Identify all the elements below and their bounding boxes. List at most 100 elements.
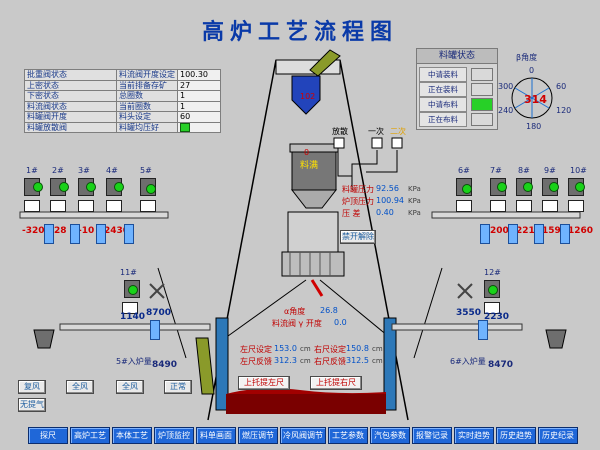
hopper-gate	[24, 200, 40, 212]
dial-tick: 120	[556, 106, 572, 115]
hopper-status-indicator	[462, 184, 472, 194]
pressure-label: 料罐压力	[342, 185, 374, 194]
resume-wind-button[interactable]: 复风	[18, 380, 46, 394]
hopper-weight: 1599	[542, 226, 568, 236]
weigh-hopper-label: 12#	[484, 268, 501, 277]
rod-unit: cm	[300, 357, 311, 365]
nav-probe[interactable]: 探尺	[28, 427, 68, 444]
valve-label: 二次	[390, 127, 406, 136]
pressure-unit: KPa	[408, 197, 421, 205]
dial-tick: 180	[526, 122, 542, 131]
angle-value: 26.8	[320, 306, 338, 315]
rod-unit: cm	[372, 357, 383, 365]
hopper-gate	[456, 200, 472, 212]
hopper-fill-bar	[70, 224, 80, 244]
pressure-unit: KPa	[408, 209, 421, 217]
dial-tick: 300	[498, 82, 514, 91]
hopper-label: 9#	[544, 166, 556, 175]
nav-drum-params[interactable]: 汽包参数	[370, 427, 410, 444]
hopper-fill-bar	[534, 224, 544, 244]
nav-body-process[interactable]: 本体工艺	[112, 427, 152, 444]
charge-value: 8490	[152, 360, 178, 370]
hopper-label: 5#	[140, 166, 152, 175]
material-row: 中请装料	[419, 67, 467, 82]
nav-cold-valve[interactable]: 冷风阀调节	[280, 427, 326, 444]
nav-top-monitor[interactable]: 炉顶监控	[154, 427, 194, 444]
rod-value: 312.3	[274, 356, 297, 365]
hopper-label: 8#	[518, 166, 530, 175]
full-wind-button[interactable]: 全风	[66, 380, 94, 394]
nav-charge-screen[interactable]: 料单画面	[196, 427, 236, 444]
nav-history-log[interactable]: 历史纪录	[538, 427, 578, 444]
param-label: 料流阀开度设定	[116, 69, 178, 81]
hopper-status-indicator	[59, 182, 69, 192]
lift-left-rod-button[interactable]: 上托提左尺	[238, 376, 290, 390]
material-indicator	[471, 113, 493, 126]
material-indicator	[471, 68, 493, 81]
hopper-weight: 2210	[516, 226, 542, 236]
material-indicator	[471, 98, 493, 111]
no-gas-button[interactable]: 无提气	[18, 398, 46, 412]
charge-label: 5#入炉量	[116, 357, 152, 366]
pressure-unit: KPa	[408, 185, 421, 193]
param-value: 100.30	[177, 69, 221, 81]
weigh-value: 3550	[456, 308, 482, 318]
param-label: 总圈数	[116, 90, 178, 102]
nav-furnace-process[interactable]: 高炉工艺	[70, 427, 110, 444]
param-value: 60	[177, 111, 221, 123]
equalize-indicator	[180, 122, 190, 132]
hopper-weight: 28	[54, 226, 67, 236]
hopper-label: 2#	[52, 166, 64, 175]
param-value	[177, 121, 221, 133]
angle-label: α角度	[284, 307, 306, 316]
hopper-gate	[78, 200, 94, 212]
hopper-gate	[490, 200, 506, 212]
hopper-gate	[106, 200, 122, 212]
hopper-weight: 200	[490, 226, 509, 236]
weigh-hopper-indicator	[128, 285, 138, 295]
pressure-value: 92.56	[376, 184, 399, 193]
nav-history-trend[interactable]: 历史趋势	[496, 427, 536, 444]
charge-value: 8470	[488, 360, 514, 370]
hopper-gate	[542, 200, 558, 212]
hopper-weight: -10	[78, 226, 95, 236]
weigh-fill-bar	[150, 320, 160, 340]
full-wind-button-2[interactable]: 全风	[116, 380, 144, 394]
weigh-fill-bar	[478, 320, 488, 340]
param-label: 料罐均压好	[116, 121, 178, 133]
weigh-hopper-indicator	[488, 285, 498, 295]
hopper-weight: 2430	[104, 226, 130, 236]
tank-status-label: 料满	[300, 161, 319, 171]
unlock-button[interactable]: 禁开解除	[340, 230, 376, 244]
hopper-fill-bar	[508, 224, 518, 244]
hopper-fill-bar	[96, 224, 106, 244]
param-value: 27	[177, 79, 221, 91]
hopper-fill-bar	[480, 224, 490, 244]
material-indicator	[471, 83, 493, 96]
page-title: 高炉工艺流程图	[201, 19, 398, 45]
hopper-status-indicator	[114, 182, 124, 192]
bottom-nav: 探尺 高炉工艺 本体工艺 炉顶监控 料单画面 燃压调节 冷风阀调节 工艺参数 汽…	[28, 427, 580, 444]
material-row: 正在装料	[419, 82, 467, 97]
pressure-label: 炉顶压力	[342, 197, 374, 206]
material-row: 正在布料	[419, 112, 467, 127]
hopper-fill-bar	[560, 224, 570, 244]
dial-tick: 60	[556, 82, 567, 91]
nav-pressure-adjust[interactable]: 燃压调节	[238, 427, 278, 444]
lift-right-rod-button[interactable]: 上托提右尺	[310, 376, 362, 390]
normal-button[interactable]: 正常	[164, 380, 192, 394]
rod-unit: cm	[300, 345, 311, 353]
hopper-status-indicator	[33, 182, 43, 192]
material-panel-title: 料罐状态	[417, 49, 497, 64]
hopper-status-indicator	[497, 182, 507, 192]
param-label: 当前圈数	[116, 100, 178, 112]
nav-alarm-log[interactable]: 报警记录	[412, 427, 452, 444]
nav-process-params[interactable]: 工艺参数	[328, 427, 368, 444]
hopper-gate	[568, 200, 584, 212]
weigh-gate	[122, 302, 138, 314]
hopper-status-indicator	[575, 182, 585, 192]
pressure-label: 压 差	[342, 209, 361, 218]
nav-realtime-trend[interactable]: 实时趋势	[454, 427, 494, 444]
